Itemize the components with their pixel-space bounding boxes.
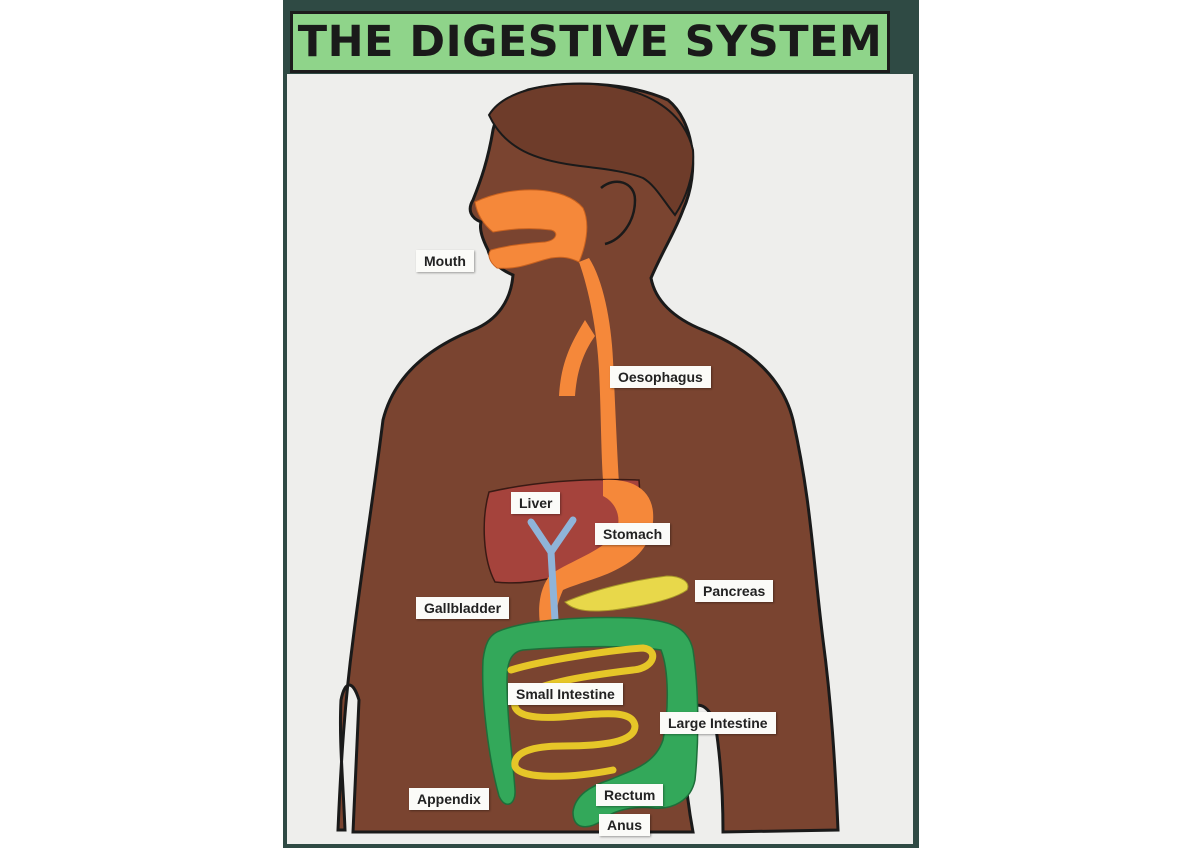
trachea-branch: [559, 320, 595, 396]
label-mouth: Mouth: [416, 250, 474, 272]
label-appendix: Appendix: [409, 788, 489, 810]
hair: [487, 82, 695, 217]
poster-board: THE DIGESTIVE SYSTEM Mouth Oesophagus Li…: [283, 0, 919, 848]
label-pancreas: Pancreas: [695, 580, 774, 602]
oral-cavity-shape: [474, 189, 588, 269]
poster-illustration: [287, 74, 913, 844]
pancreas-shape: [564, 575, 689, 612]
label-small-intestine: Small Intestine: [508, 683, 623, 705]
label-oesophagus: Oesophagus: [610, 366, 711, 388]
title-banner: THE DIGESTIVE SYSTEM: [290, 11, 890, 73]
gallbladder-ducts-shape: [527, 516, 577, 624]
label-rectum: Rectum: [596, 784, 664, 806]
large-intestine-shape: [481, 616, 699, 828]
small-intestine-shape: [507, 644, 657, 780]
label-liver: Liver: [511, 492, 561, 514]
body-silhouette: [336, 82, 840, 834]
oesophagus-shape: [579, 258, 619, 482]
label-stomach: Stomach: [595, 523, 671, 545]
label-gallbladder: Gallbladder: [416, 597, 510, 619]
label-large-intestine: Large Intestine: [660, 712, 776, 734]
page-title: THE DIGESTIVE SYSTEM: [297, 17, 883, 67]
label-anus: Anus: [599, 814, 650, 836]
ear: [600, 180, 637, 246]
stomach-shape: [539, 479, 654, 630]
